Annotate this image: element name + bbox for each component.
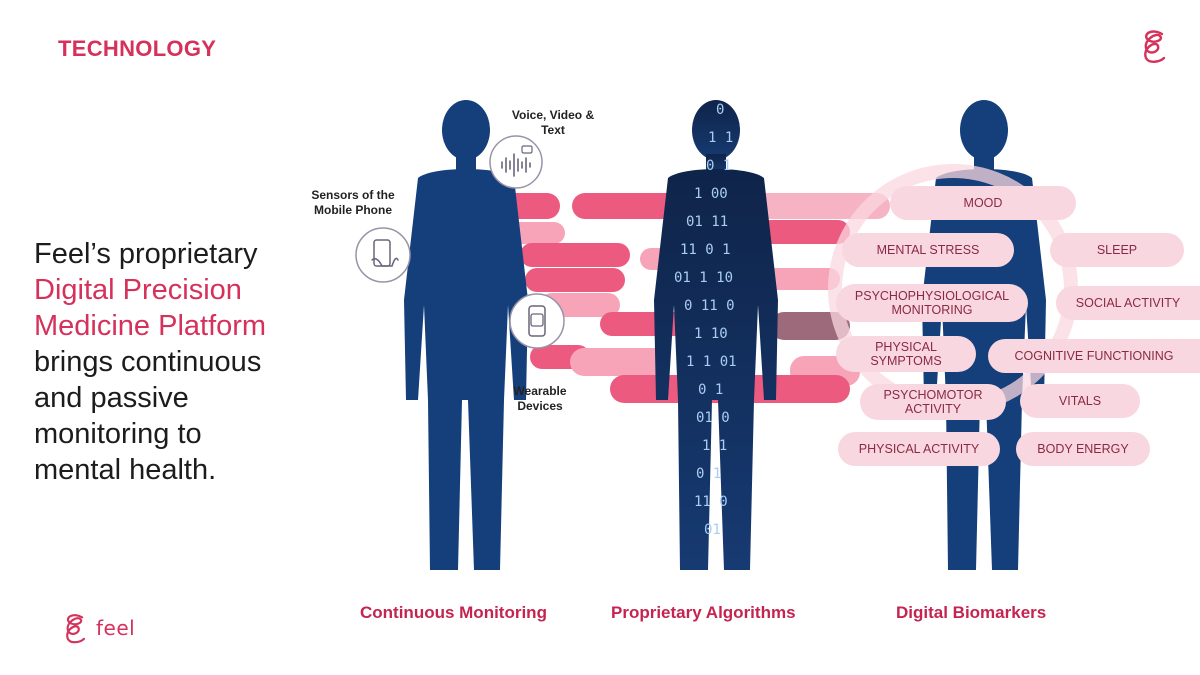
binary-digits: 01 — [704, 522, 721, 538]
headline-highlight-line: Digital Precision — [34, 274, 242, 306]
wearable-band-icon — [509, 293, 565, 349]
pill-label: SLEEP — [1096, 243, 1138, 257]
pill-psychomotor-activity: PSYCHOMOTOR ACTIVITY — [860, 384, 1006, 420]
flow-bar — [572, 193, 682, 219]
section-title: TECHNOLOGY — [58, 36, 217, 61]
binary-digits: 1 1 01 — [686, 354, 737, 370]
pill-label: COGNITIVE FUNCTIONING — [1014, 349, 1174, 363]
pill-label: PSYCHOMOTOR — [883, 388, 983, 402]
binary-digits: 1 10 — [694, 326, 728, 342]
pill-label: VITALS — [1058, 394, 1102, 408]
binary-digits: 11 0 1 — [680, 242, 731, 258]
flow-bar — [570, 348, 670, 376]
voice-waveform-icon — [489, 135, 543, 189]
pill-physical-activity: PHYSICAL ACTIVITY — [838, 432, 1000, 466]
pill-sleep: SLEEP — [1050, 233, 1184, 267]
binary-digits: 0 11 0 — [684, 298, 735, 314]
headline-highlight-line: Medicine Platform — [34, 310, 267, 342]
binary-digits: 01 11 — [686, 214, 728, 230]
pill-physical-symptoms: PHYSICAL SYMPTOMS — [836, 336, 976, 372]
pill-mental-stress: MENTAL STRESS — [842, 233, 1014, 267]
binary-digits: 11 0 — [694, 494, 728, 510]
monitoring-silhouette — [404, 100, 528, 570]
flow-bar — [520, 243, 630, 267]
label-line: Mobile Phone — [314, 203, 392, 217]
binary-digits: 01 1 10 — [674, 270, 733, 286]
headline-line: monitoring to — [34, 418, 202, 450]
pill-cognitive-functioning: COGNITIVE FUNCTIONING — [988, 339, 1200, 373]
binary-digits: 1 1 — [708, 130, 733, 146]
caption-continuous-monitoring: Continuous Monitoring — [360, 603, 547, 622]
pill-label: MOOD — [963, 196, 1003, 210]
binary-digits: 1 00 — [694, 186, 728, 202]
label-line: Wearable — [513, 384, 567, 398]
binary-digits: 1 1 — [702, 438, 727, 454]
headline-line: and passive — [34, 382, 189, 414]
pill-label: PHYSICAL — [875, 340, 937, 354]
pill-vitals: VITALS — [1020, 384, 1140, 418]
headline-line: Feel’s proprietary — [34, 238, 258, 270]
pill-label: SYMPTOMS — [870, 354, 942, 368]
label-line: Sensors of the — [311, 188, 395, 202]
brand-name: feel — [96, 616, 136, 640]
pill-label: MENTAL STRESS — [876, 243, 980, 257]
mobile-sensors-label: Sensors of the Mobile Phone — [296, 188, 410, 218]
label-line: Voice, Video & — [511, 108, 595, 122]
feel-logo-icon — [1144, 30, 1166, 63]
headline-line: mental health. — [34, 454, 217, 486]
pill-psychophysiological: PSYCHOPHYSIOLOGICAL MONITORING — [836, 284, 1028, 322]
pill-label: BODY ENERGY — [1037, 442, 1129, 456]
phone-hand-icon — [355, 227, 411, 283]
binary-digits: 0 1 — [698, 382, 723, 398]
pill-label: ACTIVITY — [904, 402, 962, 416]
binary-digits: 0 — [716, 102, 724, 118]
flow-bar — [525, 268, 625, 292]
caption-digital-biomarkers: Digital Biomarkers — [896, 603, 1047, 622]
label-line: Devices — [517, 399, 563, 413]
pill-label: MONITORING — [891, 303, 973, 317]
flow-bar — [760, 268, 840, 290]
headline: Feel’s proprietary Digital Precision Med… — [34, 236, 334, 488]
pill-body-energy: BODY ENERGY — [1016, 432, 1150, 466]
pill-label: PSYCHOPHYSIOLOGICAL — [854, 289, 1010, 303]
pill-label: SOCIAL ACTIVITY — [1075, 296, 1181, 310]
label-line: Text — [541, 123, 565, 137]
binary-digits: 0 1 — [706, 158, 731, 174]
pill-mood: MOOD — [890, 186, 1076, 220]
caption-proprietary-algorithms: Proprietary Algorithms — [611, 603, 796, 622]
pill-social-activity: SOCIAL ACTIVITY — [1056, 286, 1200, 320]
feel-brand-icon — [66, 614, 86, 644]
binary-digits: 0 1 — [696, 466, 721, 482]
binary-digits: 01 0 — [696, 410, 730, 426]
headline-line: brings continuous — [34, 346, 262, 378]
wearable-devices-label: Wearable Devices — [490, 384, 590, 414]
voice-video-text-label: Voice, Video & Text — [498, 108, 608, 138]
pill-label: PHYSICAL ACTIVITY — [858, 442, 980, 456]
